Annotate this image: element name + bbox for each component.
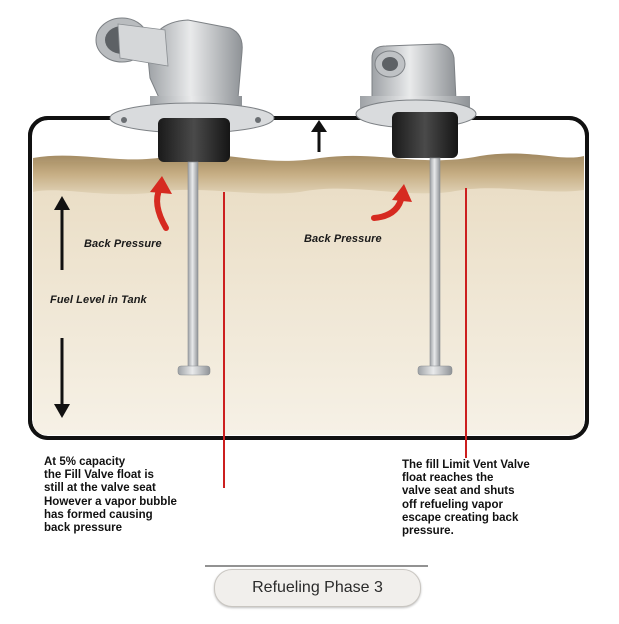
back-pressure-label-right: Back Pressure xyxy=(304,233,382,245)
up-arrow-icon xyxy=(311,120,327,152)
vent-valve-icon xyxy=(355,43,477,376)
right-note: The fill Limit Vent Valve float reaches … xyxy=(402,459,530,538)
fuel-level-up-arrow-icon xyxy=(54,196,70,270)
fuel-level-label: Fuel Level in Tank xyxy=(50,294,147,306)
fill-valve-icon xyxy=(95,17,275,376)
fuel-tank xyxy=(28,116,589,440)
down-arrow-icon xyxy=(54,338,70,418)
back-pressure-label-left: Back Pressure xyxy=(84,238,162,250)
red-curved-arrow-icon-left xyxy=(150,176,172,231)
left-note: At 5% capacity the Fill Valve float is s… xyxy=(44,456,177,535)
foam-band xyxy=(33,153,584,195)
phase-label: Refueling Phase 3 xyxy=(214,569,421,607)
red-curved-arrow-icon-right xyxy=(371,184,412,221)
